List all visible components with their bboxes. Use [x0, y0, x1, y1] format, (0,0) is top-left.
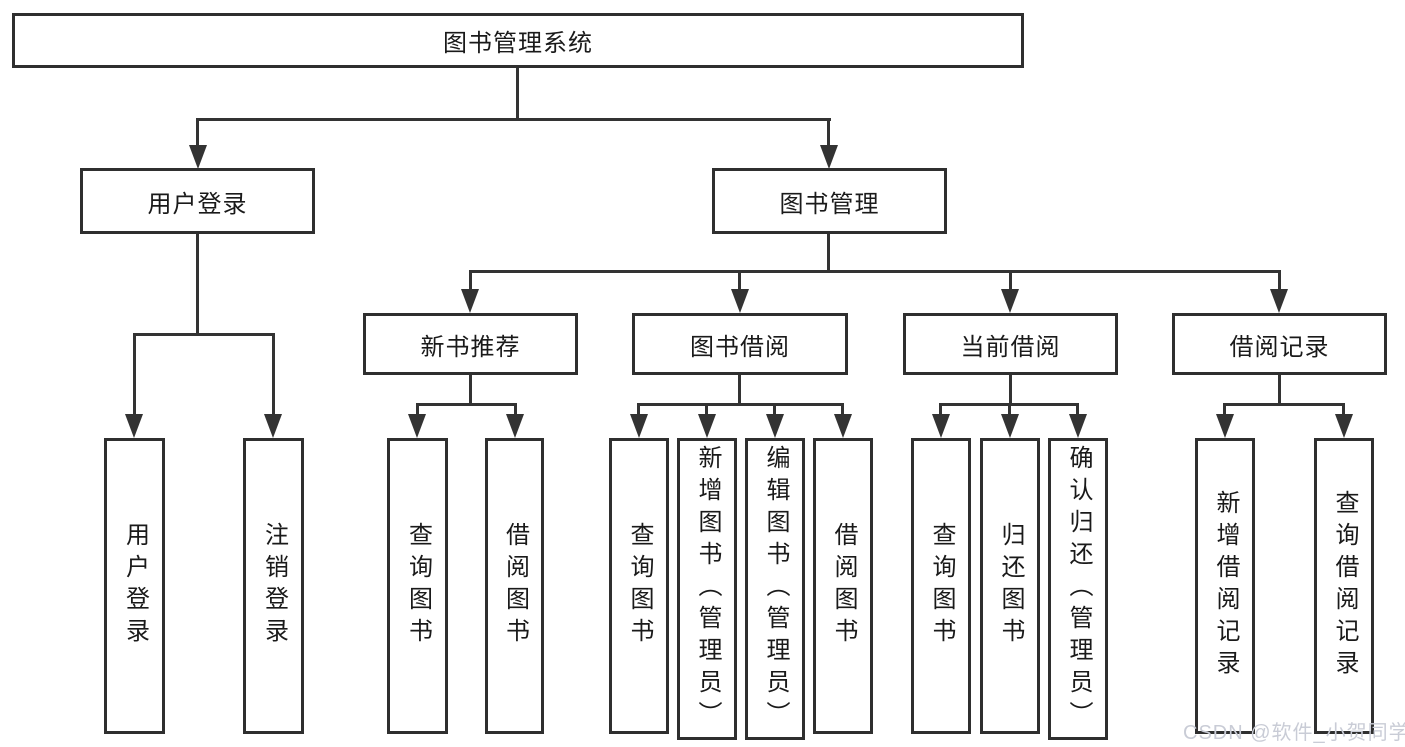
arrow-down-icon [1216, 414, 1234, 438]
arrow-down-icon [1270, 289, 1288, 313]
node-book-borrowing: 图书借阅 [632, 313, 848, 375]
arrow-down-icon [1069, 414, 1087, 438]
leaf-label: 确认归还（管理员） [1065, 445, 1092, 733]
arrow-down-icon [189, 145, 207, 169]
connector-vline [939, 403, 942, 419]
arrow-down-icon [820, 145, 838, 169]
leaf-label: 用户登录 [121, 522, 149, 650]
node-user-login: 用户登录 [80, 168, 315, 234]
leaf-return-book: 归还图书 [980, 438, 1040, 734]
leaf-label: 借阅图书 [830, 522, 857, 650]
leaf-edit-book-admin: 编辑图书（管理员） [745, 438, 805, 740]
connector-vline [1009, 270, 1012, 292]
connector-vline [469, 375, 472, 405]
connector-vline [514, 403, 517, 419]
connector-vline [637, 403, 640, 419]
arrow-down-icon [766, 414, 784, 438]
leaf-add-book-admin: 新增图书（管理员） [677, 438, 737, 740]
arrow-down-icon [264, 414, 282, 438]
connector-vline [1278, 375, 1281, 405]
arrow-down-icon [1001, 414, 1019, 438]
leaf-label: 新增图书（管理员） [694, 445, 721, 733]
arrow-down-icon [1335, 414, 1353, 438]
leaf-label: 归还图书 [997, 522, 1024, 650]
node-borrowing-records: 借阅记录 [1172, 313, 1387, 375]
arrow-down-icon [408, 414, 426, 438]
arrow-down-icon [731, 289, 749, 313]
leaf-label: 借阅图书 [501, 522, 529, 650]
leaf-label: 查询图书 [626, 522, 653, 650]
connector-vline [841, 403, 844, 419]
arrow-down-icon [1001, 289, 1019, 313]
leaf-add-borrow-record: 新增借阅记录 [1195, 438, 1255, 734]
node-book-management: 图书管理 [712, 168, 947, 234]
connector-vline [773, 403, 776, 419]
leaf-label: 编辑图书（管理员） [762, 445, 789, 733]
connector-vline [738, 270, 741, 292]
arrow-down-icon [698, 414, 716, 438]
connector-vline [133, 333, 136, 417]
leaf-label: 新增借阅记录 [1212, 490, 1239, 682]
connector-vline [272, 333, 275, 417]
connector-hline [196, 118, 831, 121]
leaf-query-books-current: 查询图书 [911, 438, 971, 734]
connector-vline [1008, 403, 1011, 419]
connector-vline [1076, 403, 1079, 419]
connector-vline [827, 118, 830, 148]
connector-vline [1009, 375, 1012, 405]
connector-hline [416, 403, 517, 406]
leaf-user-login: 用户登录 [104, 438, 165, 734]
leaf-label: 注销登录 [260, 522, 288, 650]
connector-vline [469, 270, 472, 292]
connector-hline [637, 403, 844, 406]
leaf-query-books-borrowing: 查询图书 [609, 438, 669, 734]
connector-vline [705, 403, 708, 419]
arrow-down-icon [461, 289, 479, 313]
connector-vline [827, 234, 830, 272]
connector-vline [416, 403, 419, 419]
arrow-down-icon [932, 414, 950, 438]
connector-hline [1223, 403, 1345, 406]
connector-vline [196, 118, 199, 148]
connector-vline [1342, 403, 1345, 419]
leaf-borrow-book: 借阅图书 [813, 438, 873, 734]
connector-vline [1223, 403, 1226, 419]
connector-vline [738, 375, 741, 405]
leaf-label: 查询图书 [404, 522, 432, 650]
node-library-system: 图书管理系统 [12, 13, 1024, 68]
arrow-down-icon [630, 414, 648, 438]
connector-vline [516, 68, 519, 120]
arrow-down-icon [834, 414, 852, 438]
leaf-borrow-books-recommend: 借阅图书 [485, 438, 544, 734]
node-current-borrowing: 当前借阅 [903, 313, 1118, 375]
connector-vline [196, 234, 199, 335]
leaf-query-books-recommend: 查询图书 [387, 438, 448, 734]
arrow-down-icon [506, 414, 524, 438]
arrow-down-icon [125, 414, 143, 438]
leaf-query-borrow-record: 查询借阅记录 [1314, 438, 1374, 734]
leaf-logout-login: 注销登录 [243, 438, 304, 734]
connector-hline [469, 270, 1281, 273]
leaf-label: 查询借阅记录 [1331, 490, 1358, 682]
connector-vline [1278, 270, 1281, 292]
watermark: CSDN @软件_小贺同学 [1183, 722, 1405, 744]
node-new-book-recommendation: 新书推荐 [363, 313, 578, 375]
connector-hline [133, 333, 275, 336]
leaf-label: 查询图书 [928, 522, 955, 650]
leaf-confirm-return-admin: 确认归还（管理员） [1048, 438, 1108, 740]
